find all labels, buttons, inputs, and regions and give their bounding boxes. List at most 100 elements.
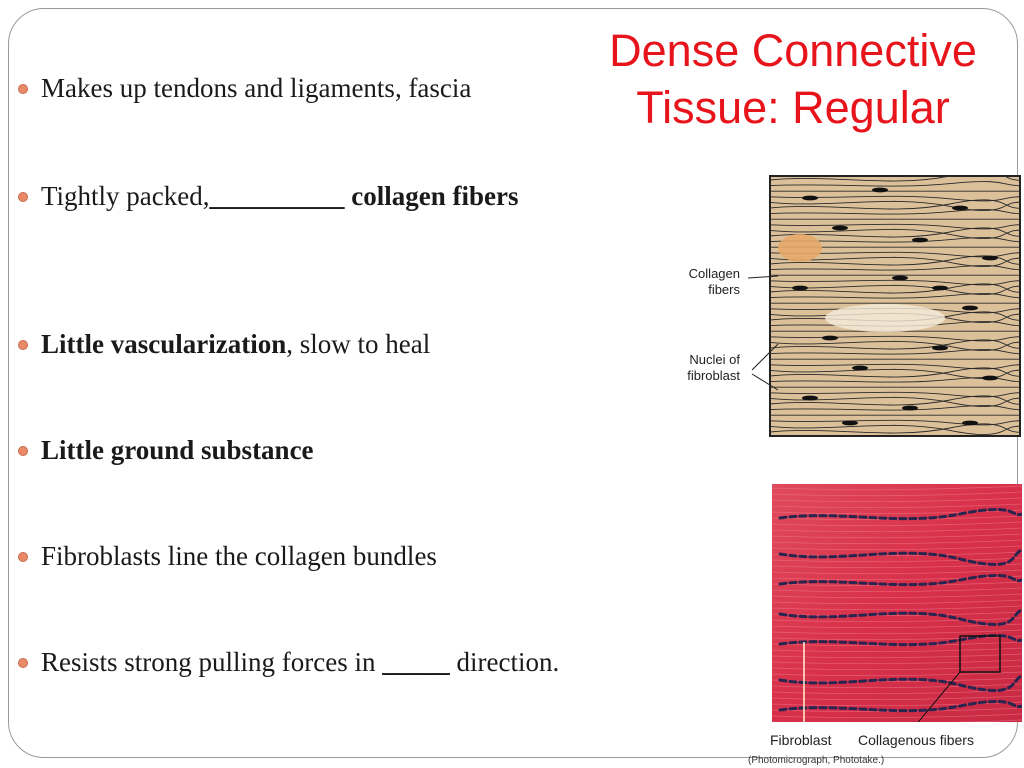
bullet-text-part: Makes up tendons and ligaments, fascia [41,73,472,103]
bullet-text-part: direction. [449,647,560,677]
photo-credit: (Photomicrograph, Phototake.) [748,755,885,766]
micrograph-fiber [772,575,1022,580]
fibroblast-nucleus [962,420,978,426]
fibroblast-nucleus [852,365,868,371]
micrograph-fiber [772,683,1022,688]
micrograph-fibroblast-row [778,633,1022,647]
micrograph-fiber [772,665,1022,670]
micrograph-fiber [772,557,1022,562]
micrograph-fibroblast-row [778,608,1022,626]
fibroblast-nucleus [892,275,908,281]
micrograph-fiber [772,629,1022,634]
bullet-item: Fibroblasts line the collagen bundles [16,534,596,578]
label-nuclei-line2: fibroblast [687,368,740,383]
fibroblast-nucleus [932,285,948,291]
micrograph-fiber [772,617,1022,622]
bullet-text-part-bold: Little vascularization [41,329,287,359]
collagen-fiber [770,265,1020,271]
micrograph-fibroblast-row [778,674,1022,692]
fibroblast-nucleus [802,195,818,201]
collagen-fiber [770,377,1020,383]
collagen-fiber-lines [770,176,1020,435]
label-collagen-fibers: Collagen fibers [660,266,740,298]
fibroblast-nucleus [982,375,998,381]
collagen-fiber [770,223,1020,230]
fibroblast-nucleus [802,395,818,401]
bullet-text: Fibroblasts line the collagen bundles [16,534,596,578]
collagen-fiber [770,423,1020,434]
label-nuclei-of-fibroblast: Nuclei of fibroblast [660,352,740,384]
slide-title: Dense Connective Tissue: Regular [570,22,1016,136]
bullet-dot-icon [18,446,28,456]
micrograph-fiber [772,605,1022,610]
micrograph-fiber [772,587,1022,592]
micrograph-fiber [772,491,1022,496]
tissue-diagram-illustration [747,175,1021,437]
micrograph-fiber [772,497,1022,502]
fibroblast-nucleus [932,345,948,351]
micrograph-fiber [772,719,1022,722]
collagen-fiber [770,307,1020,314]
collagen-fiber [770,349,1020,355]
bullet-item: Little ground substance [16,428,596,472]
label-collagen-line1: Collagen [688,266,740,281]
micrograph-fiber [772,521,1022,526]
micrograph-fiber [772,653,1022,658]
micrograph-fiber [772,659,1022,664]
bullet-dot-icon [18,340,28,350]
collagen-fiber [770,176,1020,182]
bullet-text-part-bold: _____ [382,647,450,677]
fibroblast-nucleus [912,237,928,243]
bullet-item: Makes up tendons and ligaments, fascia [16,66,596,110]
fibroblast-nucleus [902,405,918,411]
micrograph-fiber [772,593,1022,598]
fibroblast-nucleus [952,205,968,211]
micrograph-fiber [772,713,1022,718]
collagen-fiber [770,279,1020,286]
collagen-fiber [770,255,1020,266]
bullet-text: Makes up tendons and ligaments, fascia [16,66,596,110]
bullet-item: Little vascularization, slow to heal [16,322,596,366]
collagen-fiber [770,339,1020,350]
collagen-fiber [770,181,1020,187]
bullet-item: Resists strong pulling forces in _____ d… [16,640,596,684]
label-fibroblast: Fibroblast [770,732,832,748]
micrograph-fiber [772,533,1022,538]
collagen-fiber [770,367,1020,378]
micrograph-fibroblast-row [778,548,1022,566]
micrograph-fiber [772,635,1022,640]
bullet-text-part: Tightly packed, [41,181,210,211]
micrograph-fiber [772,551,1022,556]
collagen-fiber [770,209,1020,215]
title-line-1: Dense Connective [609,25,977,76]
fibroblast-nucleus [842,420,858,426]
micrograph-fibroblast-row [778,573,1022,587]
bullet-text-part-bold: Little ground substance [41,435,314,465]
collagen-fiber [770,391,1020,398]
micrograph-fiber [772,503,1022,508]
micrograph-fiber [772,485,1022,490]
label-nuclei-line1: Nuclei of [689,352,740,367]
label-collagenous-fibers: Collagenous fibers [858,732,974,748]
micrograph-fiber [772,545,1022,550]
micrograph-image [772,484,1022,722]
bullet-text: Resists strong pulling forces in _____ d… [16,640,596,684]
bullet-text-part: Fibroblasts line the collagen bundles [41,541,437,571]
micrograph-fiber [772,539,1022,544]
title-line-2: Tissue: Regular [636,82,950,133]
bullet-dot-icon [18,84,28,94]
bullet-text: Tightly packed,__________ collagen fiber… [16,174,596,218]
micrograph-fiber [772,647,1022,652]
bullet-text-part: , slow to heal [286,329,431,359]
micrograph-fiber [772,599,1022,604]
collagen-fiber [770,199,1020,210]
collagen-fiber [770,395,1020,406]
micrograph-fibroblast-row [778,699,1022,713]
fibroblast-nucleus [822,335,838,341]
collagen-fiber [770,293,1020,299]
fibroblast-nucleus [962,305,978,311]
collagen-fiber [770,405,1020,411]
collagen-fiber [770,335,1020,342]
collagen-fiber [770,363,1020,370]
tissue-diagram: Collagen fibers Nuclei of fibroblast [660,168,1022,442]
